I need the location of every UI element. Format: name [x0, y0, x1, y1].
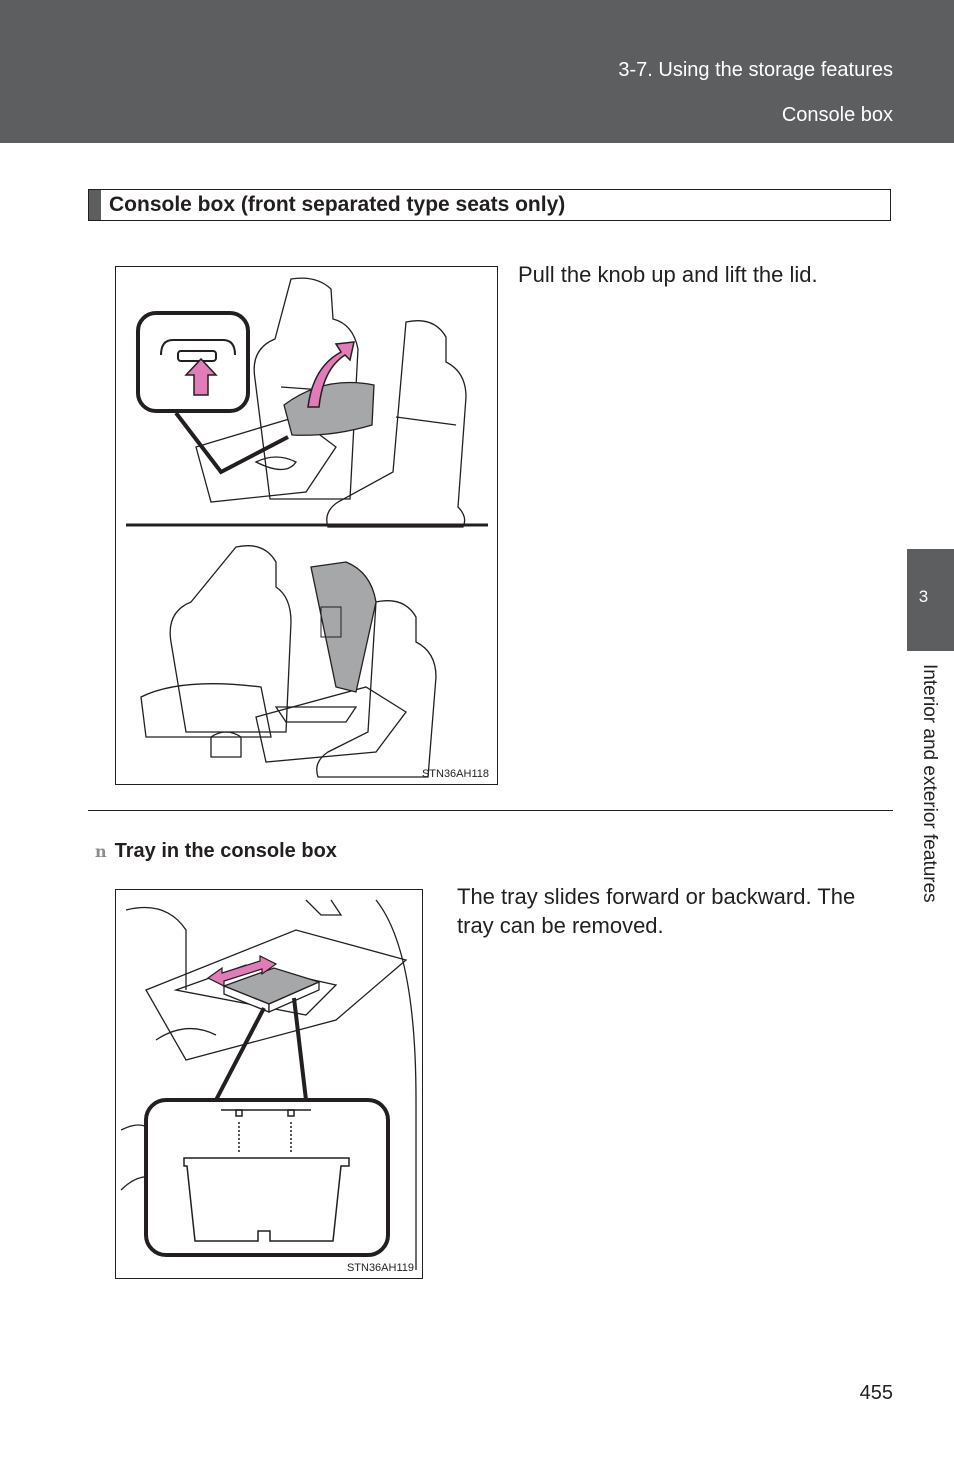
- tray-drawing: [120, 899, 417, 1270]
- tray-heading: Tray in the console box: [114, 840, 337, 862]
- lift-lid-arrow-icon: [307, 341, 355, 408]
- chapter-number: 3: [918, 587, 929, 606]
- bullet-marker: n: [95, 842, 107, 861]
- section-title: Console box (front separated type seats …: [109, 193, 566, 216]
- page-number: 455: [859, 1382, 893, 1404]
- tray-description: The tray slides forward or backward. The…: [457, 884, 856, 938]
- console-lid-illustration: STN36AH118: [115, 266, 498, 785]
- chapter-title: Interior and exterior features: [919, 664, 940, 903]
- tray-illustration: STN36AH119: [115, 889, 423, 1279]
- step1-instruction: Pull the knob up and lift the lid.: [518, 262, 818, 287]
- header-section-title: 3-7. Using the storage features: [618, 59, 893, 81]
- tray-detail-callout: [144, 1098, 390, 1257]
- header-band: 3-7. Using the storage features Console …: [0, 0, 954, 143]
- console-lid-drawing: [126, 277, 488, 778]
- console-lid-shape: [283, 381, 375, 436]
- section-heading: Console box (front separated type seats …: [88, 189, 891, 221]
- section-divider: [88, 810, 893, 811]
- chapter-tab[interactable]: 3: [907, 549, 954, 651]
- header-topic-title: Console box: [781, 104, 893, 126]
- slide-arrow-icon: [206, 955, 278, 987]
- figure-code: STN36AH119: [346, 1262, 414, 1274]
- tray-subheading: n Tray in the console box: [95, 840, 337, 863]
- open-lid-shape: [310, 561, 377, 693]
- pull-up-arrow-icon: [184, 357, 218, 396]
- section-heading-bar: [89, 190, 101, 220]
- figure-code: STN36AH118: [421, 768, 489, 780]
